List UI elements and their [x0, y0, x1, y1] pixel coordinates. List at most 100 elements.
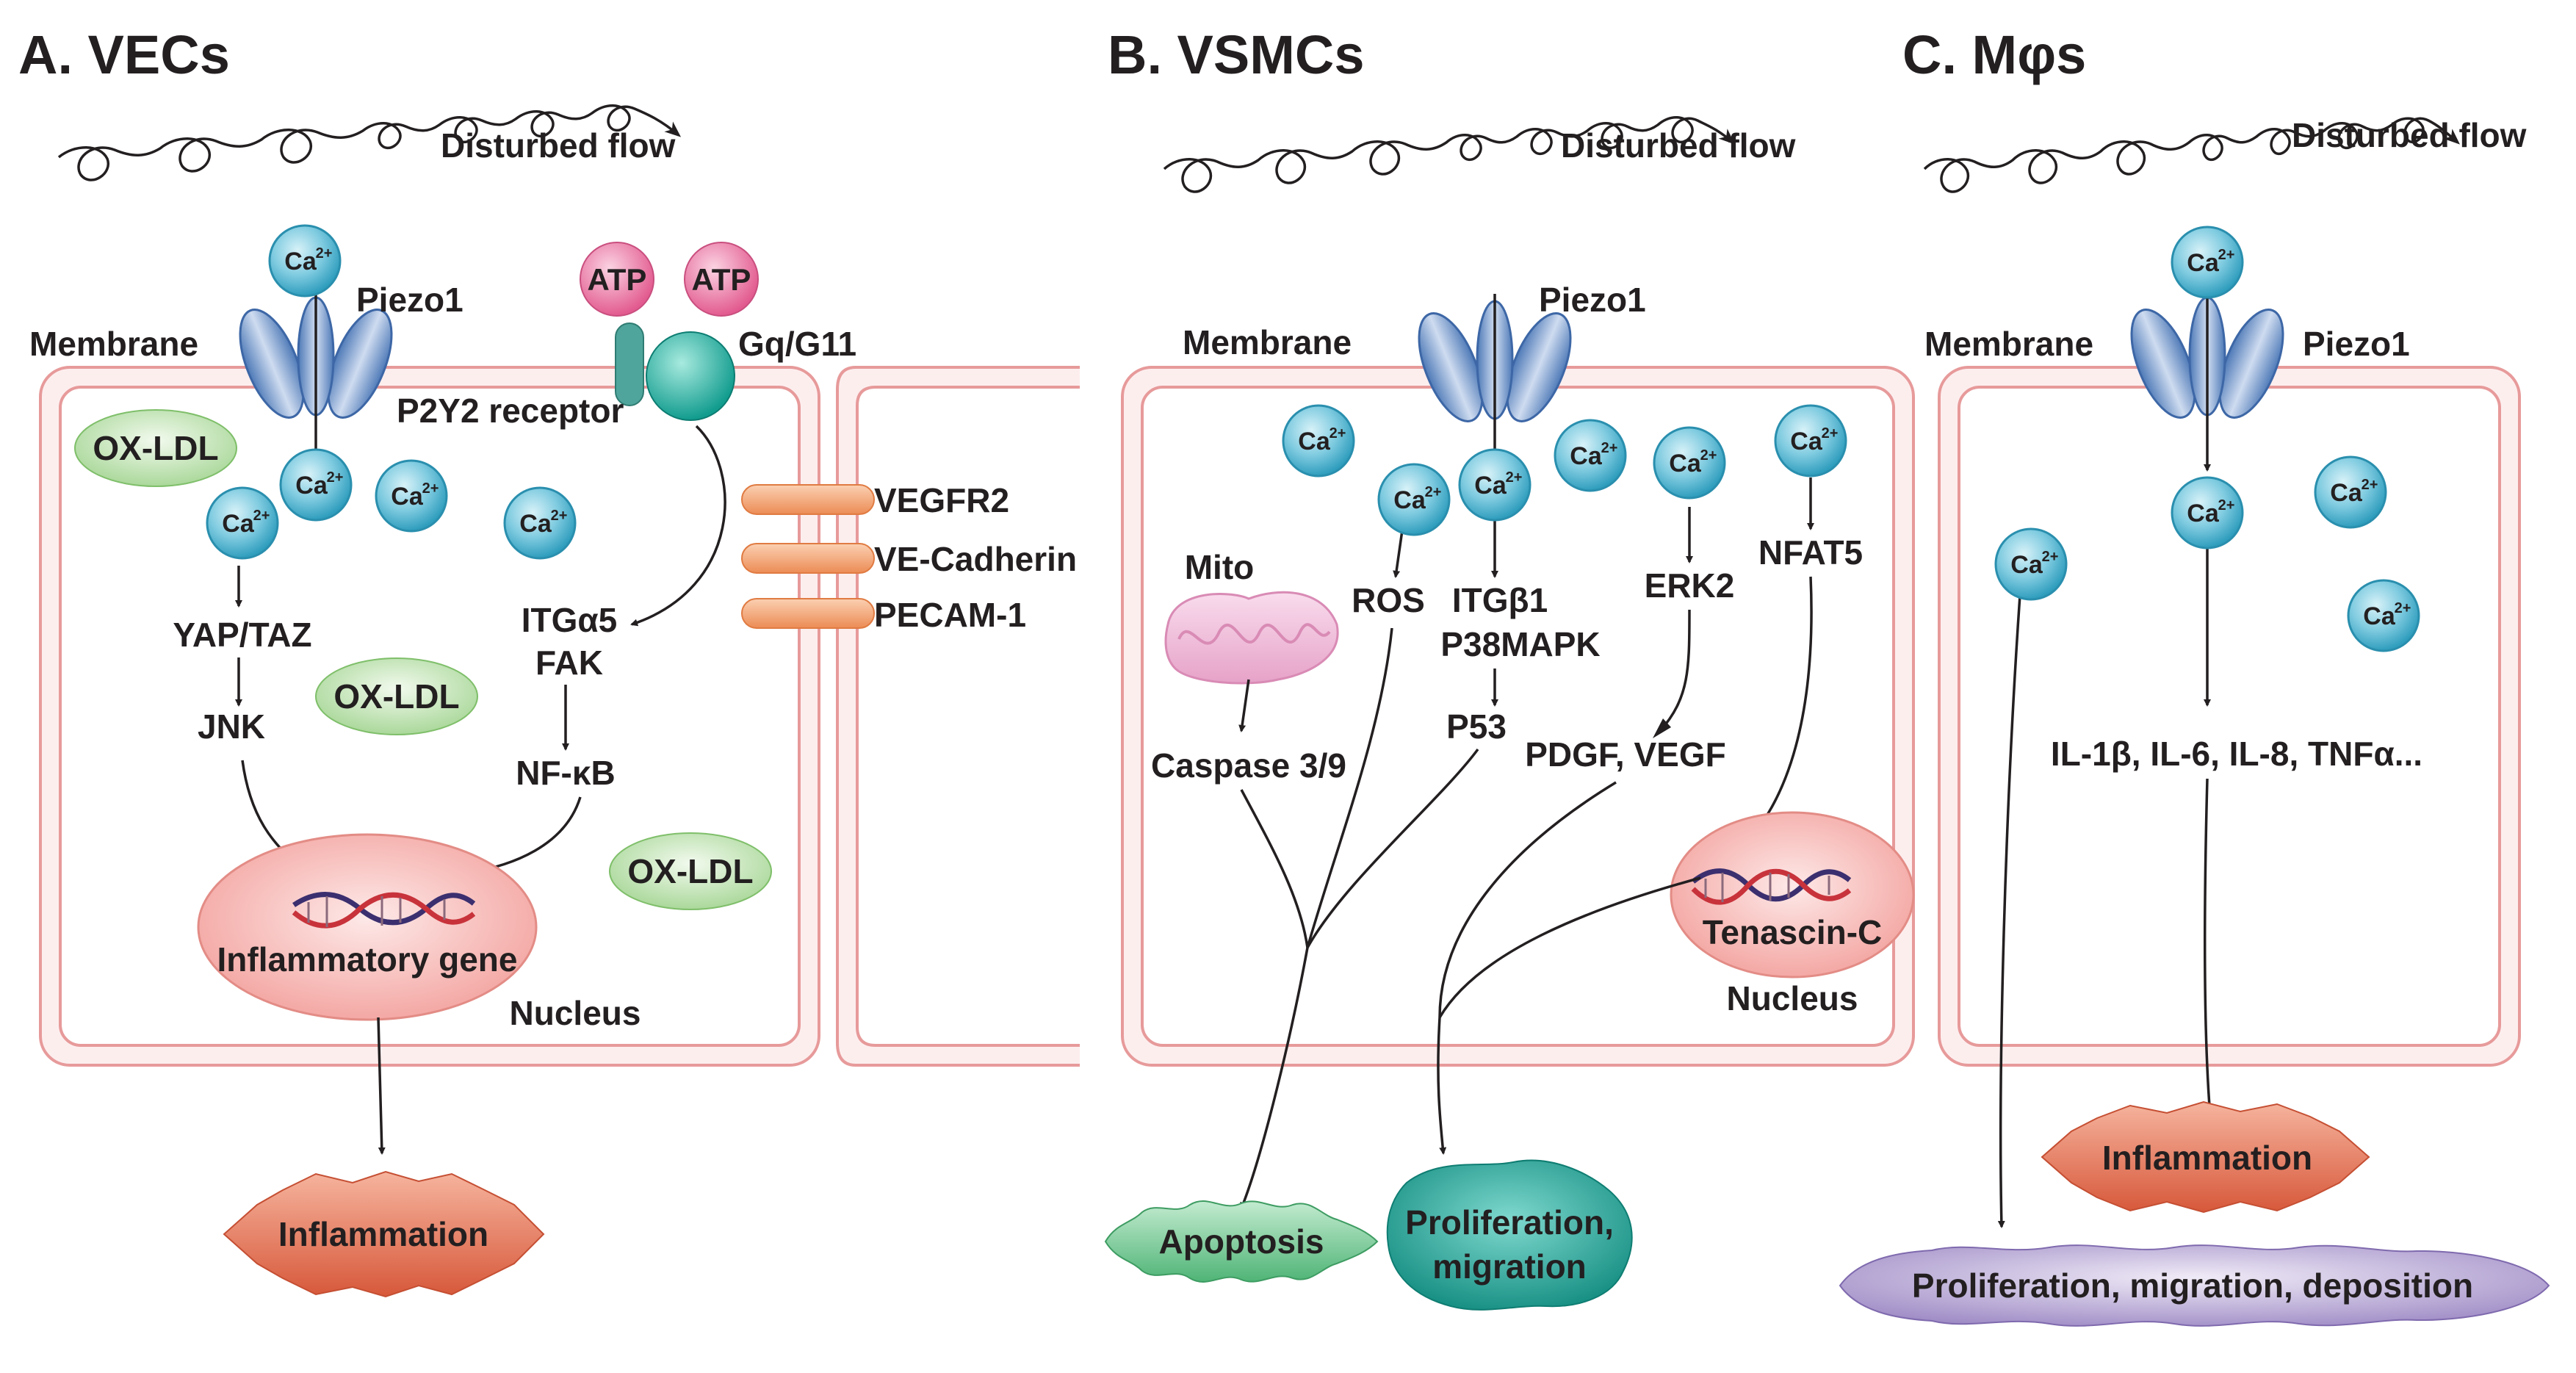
nucleus-label-b: Nucleus [1727, 979, 1858, 1017]
calcium-ion: Ca2+ [2171, 476, 2244, 549]
proliferation-label-b1: Proliferation, [1405, 1203, 1614, 1242]
gq-g11-protein [646, 331, 735, 421]
calcium-ion: Ca2+ [2171, 226, 2244, 299]
svg-text:2+: 2+ [1700, 447, 1717, 464]
mitochondrion [1164, 591, 1339, 685]
calcium-ion-layer: Ca2+Ca2+Ca2+Ca2+Ca2+Ca2+Ca2+Ca2+Ca2+Ca2+… [206, 224, 2420, 652]
pecam1-label: PECAM-1 [874, 596, 1026, 634]
p2y2-receptor-shape [615, 322, 644, 406]
svg-text:ATP: ATP [588, 262, 647, 297]
svg-text:Ca: Ca [1474, 472, 1507, 500]
svg-text:2+: 2+ [2395, 600, 2411, 616]
disturbed-flow-coil-c [1923, 117, 2460, 193]
oxldl-particle-1: OX-LDL [74, 409, 237, 487]
disturbed-flow-coil-a [57, 104, 682, 181]
svg-text:2+: 2+ [316, 245, 333, 262]
calcium-ion: Ca2+ [2347, 579, 2420, 652]
cytokines-label: IL-1β, IL-6, IL-8, TNFα... [2051, 735, 2422, 773]
vec-nucleus [197, 833, 538, 1021]
atp-molecule-1: ATP [580, 242, 654, 317]
membrane-label-b: Membrane [1183, 323, 1352, 361]
calcium-ion: Ca2+ [268, 224, 342, 298]
svg-text:Ca: Ca [1790, 428, 1823, 455]
calcium-ion: Ca2+ [279, 448, 353, 522]
p2y2-label: P2Y2 receptor [397, 392, 624, 430]
svg-text:ATP: ATP [692, 262, 751, 297]
panel-b-title: B. VSMCs [1108, 24, 1365, 85]
erk2-label: ERK2 [1645, 566, 1735, 605]
svg-text:OX-LDL: OX-LDL [93, 429, 218, 467]
calcium-ion: Ca2+ [2314, 455, 2387, 529]
panel-a-vecs: A. VECs Disturbed flow Membrane Piezo1 A… [18, 24, 1080, 1298]
svg-text:Ca: Ca [2187, 500, 2220, 527]
svg-text:Ca: Ca [1669, 450, 1702, 478]
calcium-ion: Ca2+ [1282, 404, 1355, 478]
svg-text:2+: 2+ [327, 469, 344, 486]
piezo-label-b: Piezo1 [1539, 281, 1646, 319]
svg-text:2+: 2+ [2362, 477, 2378, 493]
svg-text:Ca: Ca [1298, 428, 1331, 455]
panel-a-title: A. VECs [18, 24, 230, 85]
piezo-label-c: Piezo1 [2303, 325, 2410, 363]
pdgf-vegf-label: PDGF, VEGF [1525, 735, 1725, 774]
vegfr2-label: VEGFR2 [874, 481, 1009, 519]
svg-text:2+: 2+ [1601, 440, 1618, 456]
svg-text:Ca: Ca [295, 472, 328, 500]
svg-text:2+: 2+ [1425, 484, 1442, 500]
svg-text:2+: 2+ [2218, 247, 2235, 263]
piezo-label-a: Piezo1 [356, 281, 463, 319]
mito-label: Mito [1185, 548, 1255, 586]
calcium-ion: Ca2+ [503, 486, 577, 560]
itgb1-label: ITGβ1 [1452, 581, 1548, 619]
svg-text:Ca: Ca [284, 248, 317, 275]
svg-text:OX-LDL: OX-LDL [627, 852, 753, 890]
flow-label-a: Disturbed flow [441, 126, 676, 165]
nfkb-label: NF-κB [516, 754, 616, 792]
calcium-ion: Ca2+ [1458, 448, 1531, 522]
panel-c-title: C. Mφs [1902, 24, 2086, 85]
proliferation-deposition-label: Proliferation, migration, deposition [1912, 1266, 2473, 1305]
svg-text:2+: 2+ [551, 508, 568, 524]
svg-text:Ca: Ca [2187, 249, 2220, 277]
inflammation-label-c: Inflammation [2102, 1139, 2312, 1177]
inflammation-label-a: Inflammation [278, 1215, 488, 1253]
svg-text:2+: 2+ [2218, 497, 2235, 513]
svg-text:2+: 2+ [1822, 425, 1839, 442]
svg-text:Ca: Ca [1393, 486, 1426, 514]
atp-molecule-2: ATP [684, 242, 759, 317]
calcium-ion: Ca2+ [1653, 426, 1726, 500]
tenascin-label: Tenascin-C [1703, 913, 1883, 951]
membrane-label-c: Membrane [1924, 325, 2093, 363]
yap-taz-label: YAP/TAZ [173, 616, 311, 654]
fak-label: FAK [535, 644, 603, 682]
svg-text:Ca: Ca [1570, 442, 1603, 470]
neighbor-cell-interior [856, 386, 1080, 1047]
flow-label-c: Disturbed flow [2292, 116, 2527, 154]
calcium-ion: Ca2+ [1774, 404, 1847, 478]
svg-text:Ca: Ca [222, 510, 255, 538]
oxldl-particle-2: OX-LDL [315, 657, 478, 735]
disturbed-flow-coil-b [1163, 116, 1735, 193]
proliferation-outcome-b [1386, 1159, 1633, 1311]
ros-label: ROS [1352, 581, 1425, 619]
svg-text:Ca: Ca [2010, 551, 2043, 579]
inflammation-outcome-a [223, 1170, 545, 1298]
svg-text:2+: 2+ [1506, 469, 1523, 486]
flow-label-b: Disturbed flow [1561, 126, 1796, 165]
dna-helix-a [292, 892, 476, 929]
calcium-ion: Ca2+ [375, 459, 448, 533]
junction-receptor-bands [741, 484, 875, 629]
svg-text:Ca: Ca [391, 483, 424, 511]
panel-c-macrophages: C. Mφs Disturbed flow Membrane Piezo1 IL… [1839, 24, 2550, 1327]
svg-text:2+: 2+ [1330, 425, 1346, 442]
caspase-label: Caspase 3/9 [1151, 746, 1346, 785]
panel-b-vsmcs: B. VSMCs Disturbed flow Membrane Piezo1 … [1104, 24, 1915, 1311]
svg-text:2+: 2+ [422, 480, 439, 497]
proliferation-label-b2: migration [1432, 1247, 1587, 1286]
inflammation-outcome-c [2041, 1100, 2370, 1214]
jnk-label: JNK [198, 707, 265, 746]
oxldl-particle-3: OX-LDL [609, 832, 772, 910]
calcium-ion: Ca2+ [1377, 463, 1451, 536]
svg-text:2+: 2+ [253, 508, 270, 524]
